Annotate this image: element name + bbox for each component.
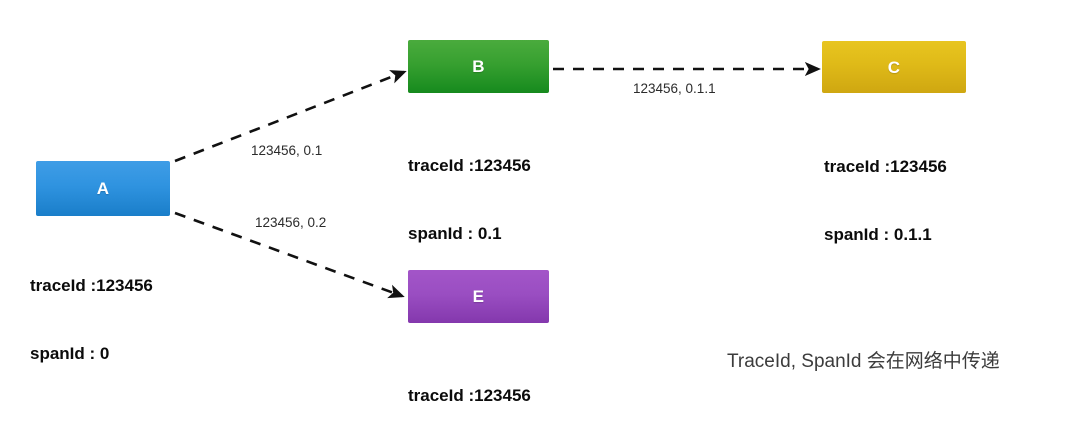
diagram-caption: TraceId, SpanId 会在网络中传递 (727, 351, 1000, 372)
node-a-spanid: spanId : 0 (30, 344, 110, 364)
edge-label-a-to-b: 123456, 0.1 (251, 143, 323, 158)
node-e-metadata: traceId :123456 spanId : 0.2 (408, 340, 531, 421)
node-b-letter: B (472, 57, 485, 76)
node-c-letter: C (887, 57, 901, 77)
node-b-traceid: traceId :123456 (408, 156, 531, 176)
node-a-letter: A (96, 179, 110, 198)
node-b[interactable]: B (408, 40, 549, 93)
node-a-metadata: traceId :123456 spanId : 0 (30, 230, 153, 411)
node-b-metadata: traceId :123456 spanId : 0.1 (408, 110, 531, 291)
node-b-spanid: spanId : 0.1 (408, 224, 502, 244)
node-c[interactable]: C (822, 41, 966, 93)
node-e-letter: E (472, 287, 485, 306)
node-c-spanid: spanId : 0.1.1 (824, 225, 932, 245)
node-e[interactable]: E (408, 270, 549, 323)
edge-label-a-to-e: 123456, 0.2 (255, 215, 327, 230)
node-c-metadata: traceId :123456 spanId : 0.1.1 (824, 111, 947, 292)
node-a-traceid: traceId :123456 (30, 276, 153, 296)
edge-label-b-to-c: 123456, 0.1.1 (633, 81, 716, 96)
node-c-traceid: traceId :123456 (824, 157, 947, 177)
node-a[interactable]: A (36, 161, 170, 216)
node-e-traceid: traceId :123456 (408, 386, 531, 406)
